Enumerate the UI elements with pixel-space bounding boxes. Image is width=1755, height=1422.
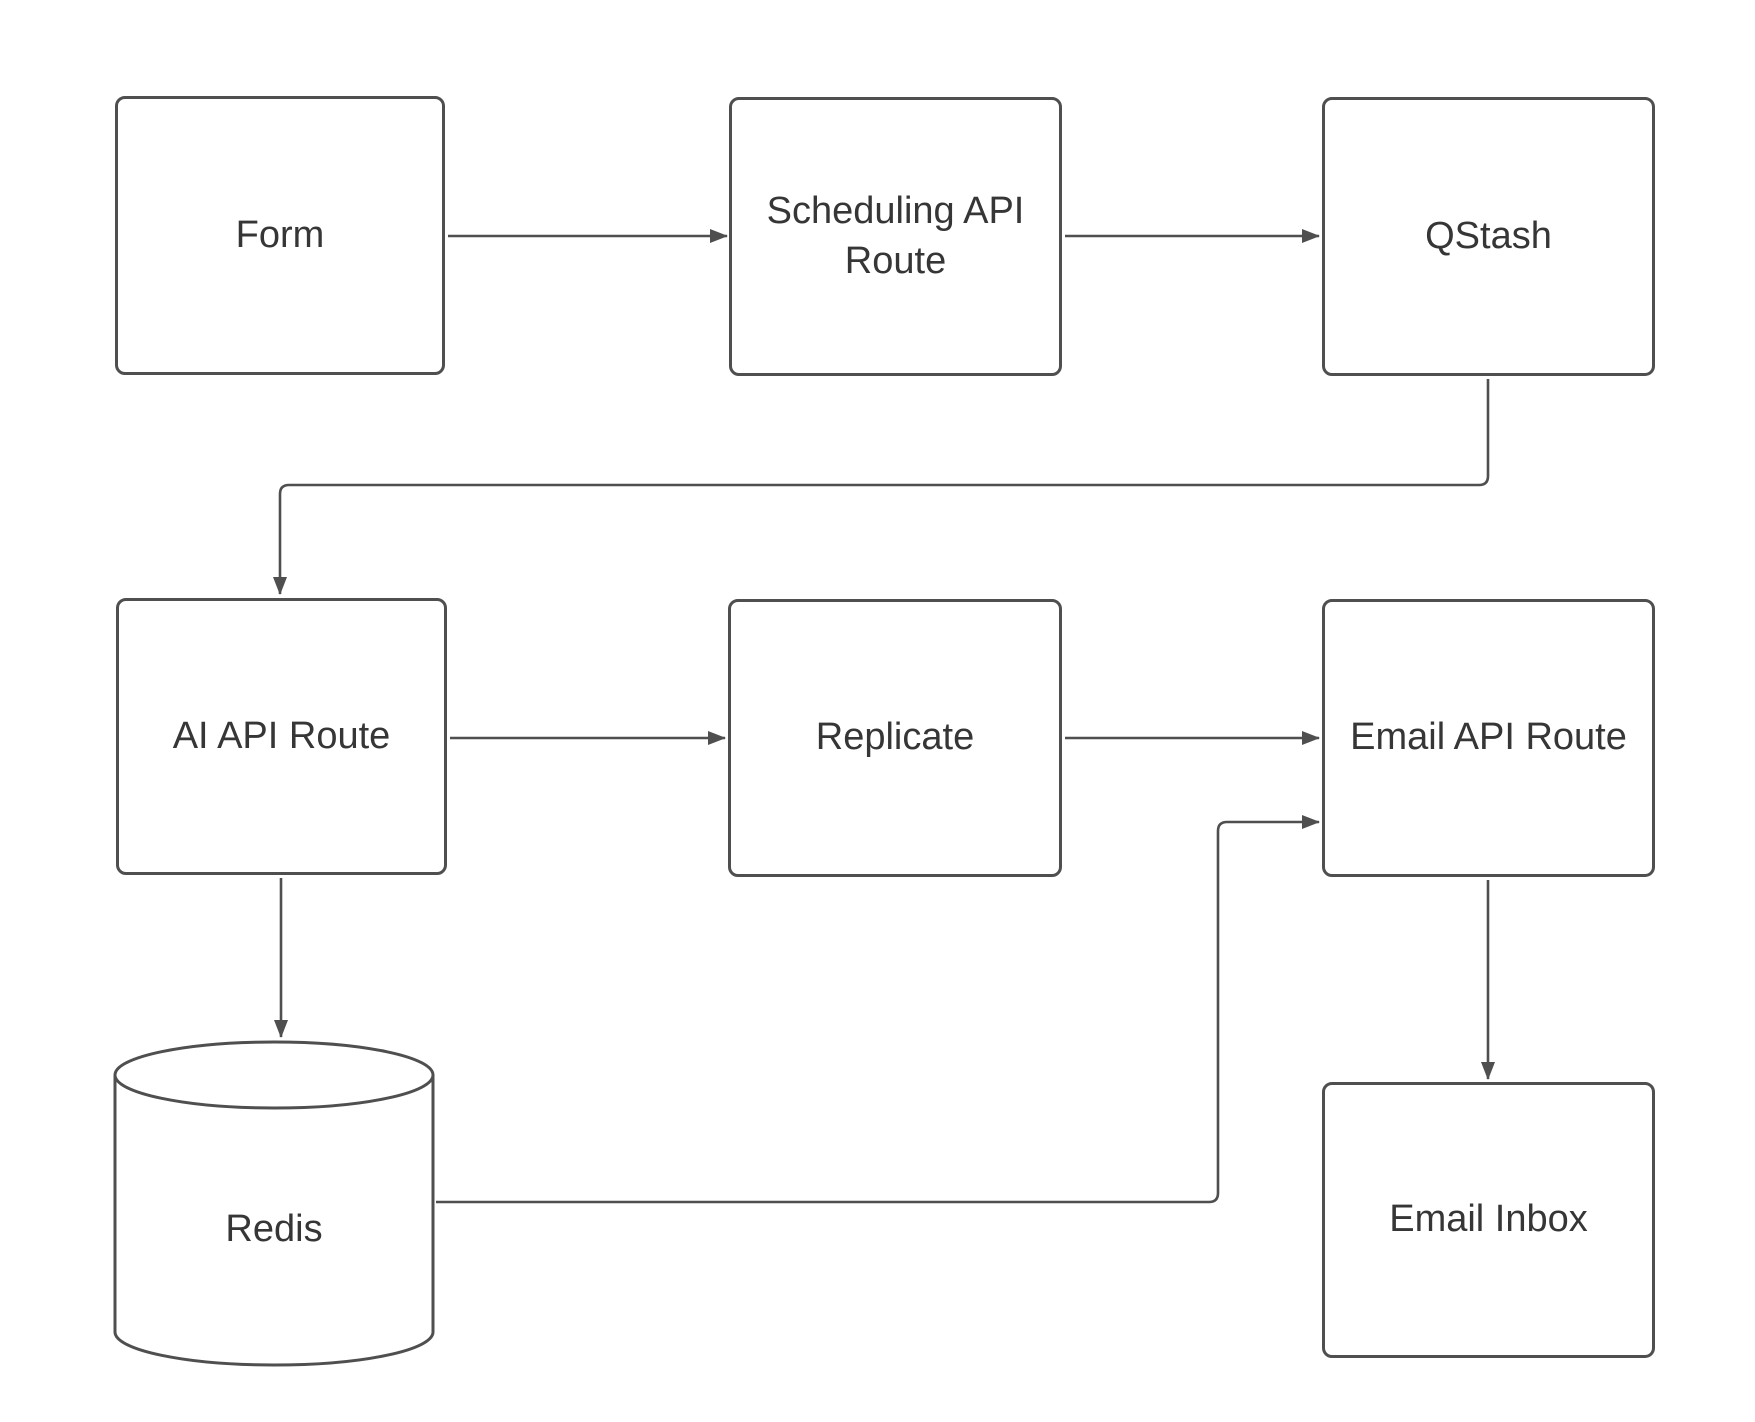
redis-cylinder-top-ellipse <box>113 1074 435 1110</box>
node-redis-label: Redis <box>225 1208 323 1251</box>
node-form-label: Form <box>235 213 325 256</box>
node-ai-api-route[interactable]: AI API Route <box>116 598 447 875</box>
node-form[interactable]: Form <box>115 96 445 375</box>
node-email-inbox-label: Email Inbox <box>1389 1198 1588 1241</box>
node-email-api-route[interactable]: Email API Route <box>1322 599 1655 877</box>
edge-redis-to-email-api-route <box>436 815 1320 1204</box>
node-ai-api-route-label: AI API Route <box>172 714 391 757</box>
node-email-inbox[interactable]: Email Inbox <box>1322 1082 1655 1358</box>
node-scheduling-api-route-label: Scheduling API Route <box>766 190 1025 282</box>
node-replicate-label: Replicate <box>815 716 975 759</box>
node-scheduling-api-route[interactable]: Scheduling API Route <box>729 97 1062 376</box>
node-qstash-label: QStash <box>1425 214 1552 257</box>
node-email-api-route-label: Email API Route <box>1350 716 1627 759</box>
redis-cylinder-body <box>113 1040 435 1367</box>
node-replicate[interactable]: Replicate <box>728 599 1062 877</box>
node-redis[interactable]: Redis <box>115 1108 433 1352</box>
edge-qstash-to-ai-api-route <box>273 379 1490 595</box>
node-qstash[interactable]: QStash <box>1322 97 1655 376</box>
